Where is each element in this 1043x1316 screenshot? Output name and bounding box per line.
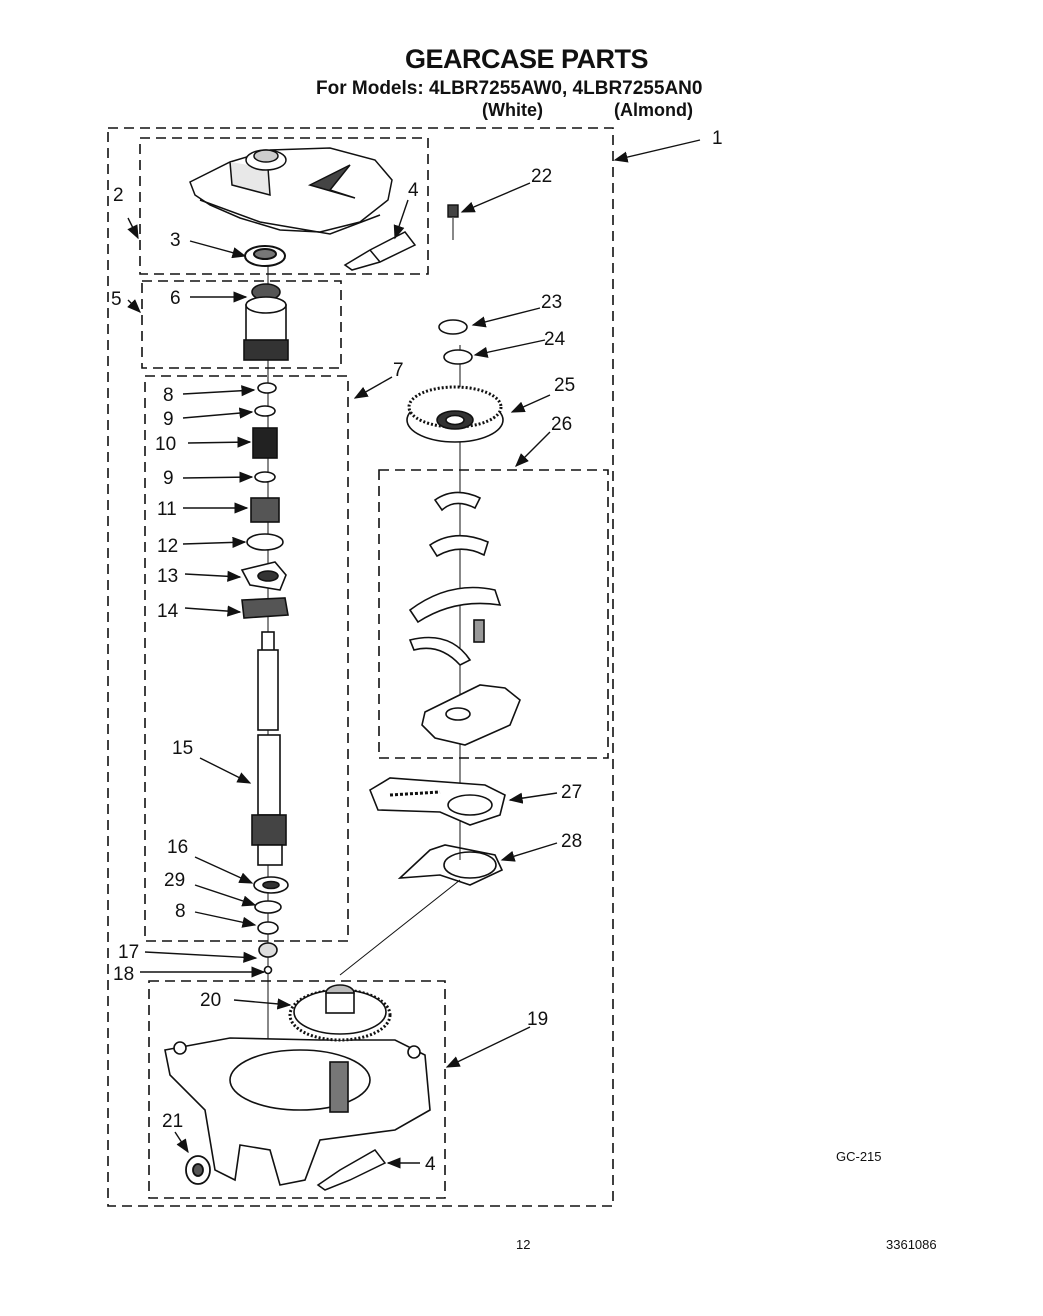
screw-22 <box>447 204 459 218</box>
color-white-label: (White) <box>482 100 543 120</box>
callout-4-top: 4 <box>408 180 419 201</box>
callout-29: 29 <box>164 870 185 891</box>
callout-7: 7 <box>393 360 404 381</box>
callout-22: 22 <box>531 166 552 187</box>
shift-parts-26 <box>408 491 521 746</box>
gear-stack-right <box>406 319 504 443</box>
gearcase-housing-19 <box>164 1037 431 1186</box>
callout-5: 5 <box>111 289 122 310</box>
callout-16: 16 <box>167 837 188 858</box>
pinion-6 <box>243 283 289 361</box>
grease-tube-bottom <box>316 1149 387 1191</box>
callout-26: 26 <box>551 414 572 435</box>
callout-11: 11 <box>157 499 177 520</box>
gearcase-cover <box>189 147 393 235</box>
callout-25: 25 <box>554 375 575 396</box>
seal-21 <box>185 1155 211 1185</box>
page-number: 12 <box>516 1237 531 1252</box>
callout-9-upper: 9 <box>163 409 174 430</box>
seal-3 <box>244 245 286 267</box>
group-2-boundary <box>139 137 429 275</box>
callout-12: 12 <box>157 536 178 557</box>
models-line: For Models: 4LBR7255AW0, 4LBR7255AN0 <box>316 78 703 99</box>
grease-tube-top <box>343 231 417 271</box>
group-19-boundary <box>148 980 446 1199</box>
figure-code: GC-215 <box>836 1149 882 1164</box>
callout-28: 28 <box>561 831 582 852</box>
callout-17: 17 <box>118 942 139 963</box>
page-title: GEARCASE PARTS <box>404 44 649 74</box>
cam-bar-27 <box>369 777 506 826</box>
group-7-boundary <box>144 375 349 942</box>
callout-2: 2 <box>113 185 124 206</box>
assembly-1-boundary <box>107 127 614 1207</box>
callout-9-lower: 9 <box>163 468 174 489</box>
drive-gear-20 <box>288 984 392 1042</box>
callout-24: 24 <box>544 329 566 350</box>
callout-8-lower: 8 <box>175 901 186 922</box>
document-number: 3361086 <box>886 1237 937 1252</box>
agitator-shaft-15 <box>251 631 287 866</box>
color-almond-label: (Almond) <box>614 100 693 120</box>
shaft-stack <box>240 382 289 619</box>
callout-18: 18 <box>113 964 134 985</box>
lower-shaft-parts <box>253 876 289 975</box>
callout-4-bottom: 4 <box>425 1154 436 1175</box>
callout-3: 3 <box>170 230 181 251</box>
callout-8-upper: 8 <box>163 385 174 406</box>
callout-14: 14 <box>157 601 179 622</box>
callout-21: 21 <box>162 1111 183 1132</box>
callout-6: 6 <box>170 288 181 309</box>
callout-13: 13 <box>157 566 178 587</box>
callout-15: 15 <box>172 738 193 759</box>
callout-27: 27 <box>561 782 582 803</box>
spring-28 <box>397 844 504 886</box>
callout-1: 1 <box>712 128 723 149</box>
group-26-boundary <box>378 469 609 759</box>
callout-23: 23 <box>541 292 562 313</box>
callout-20: 20 <box>200 990 221 1011</box>
callout-19: 19 <box>527 1009 548 1030</box>
group-5-boundary <box>141 280 342 369</box>
callout-10: 10 <box>155 434 176 455</box>
